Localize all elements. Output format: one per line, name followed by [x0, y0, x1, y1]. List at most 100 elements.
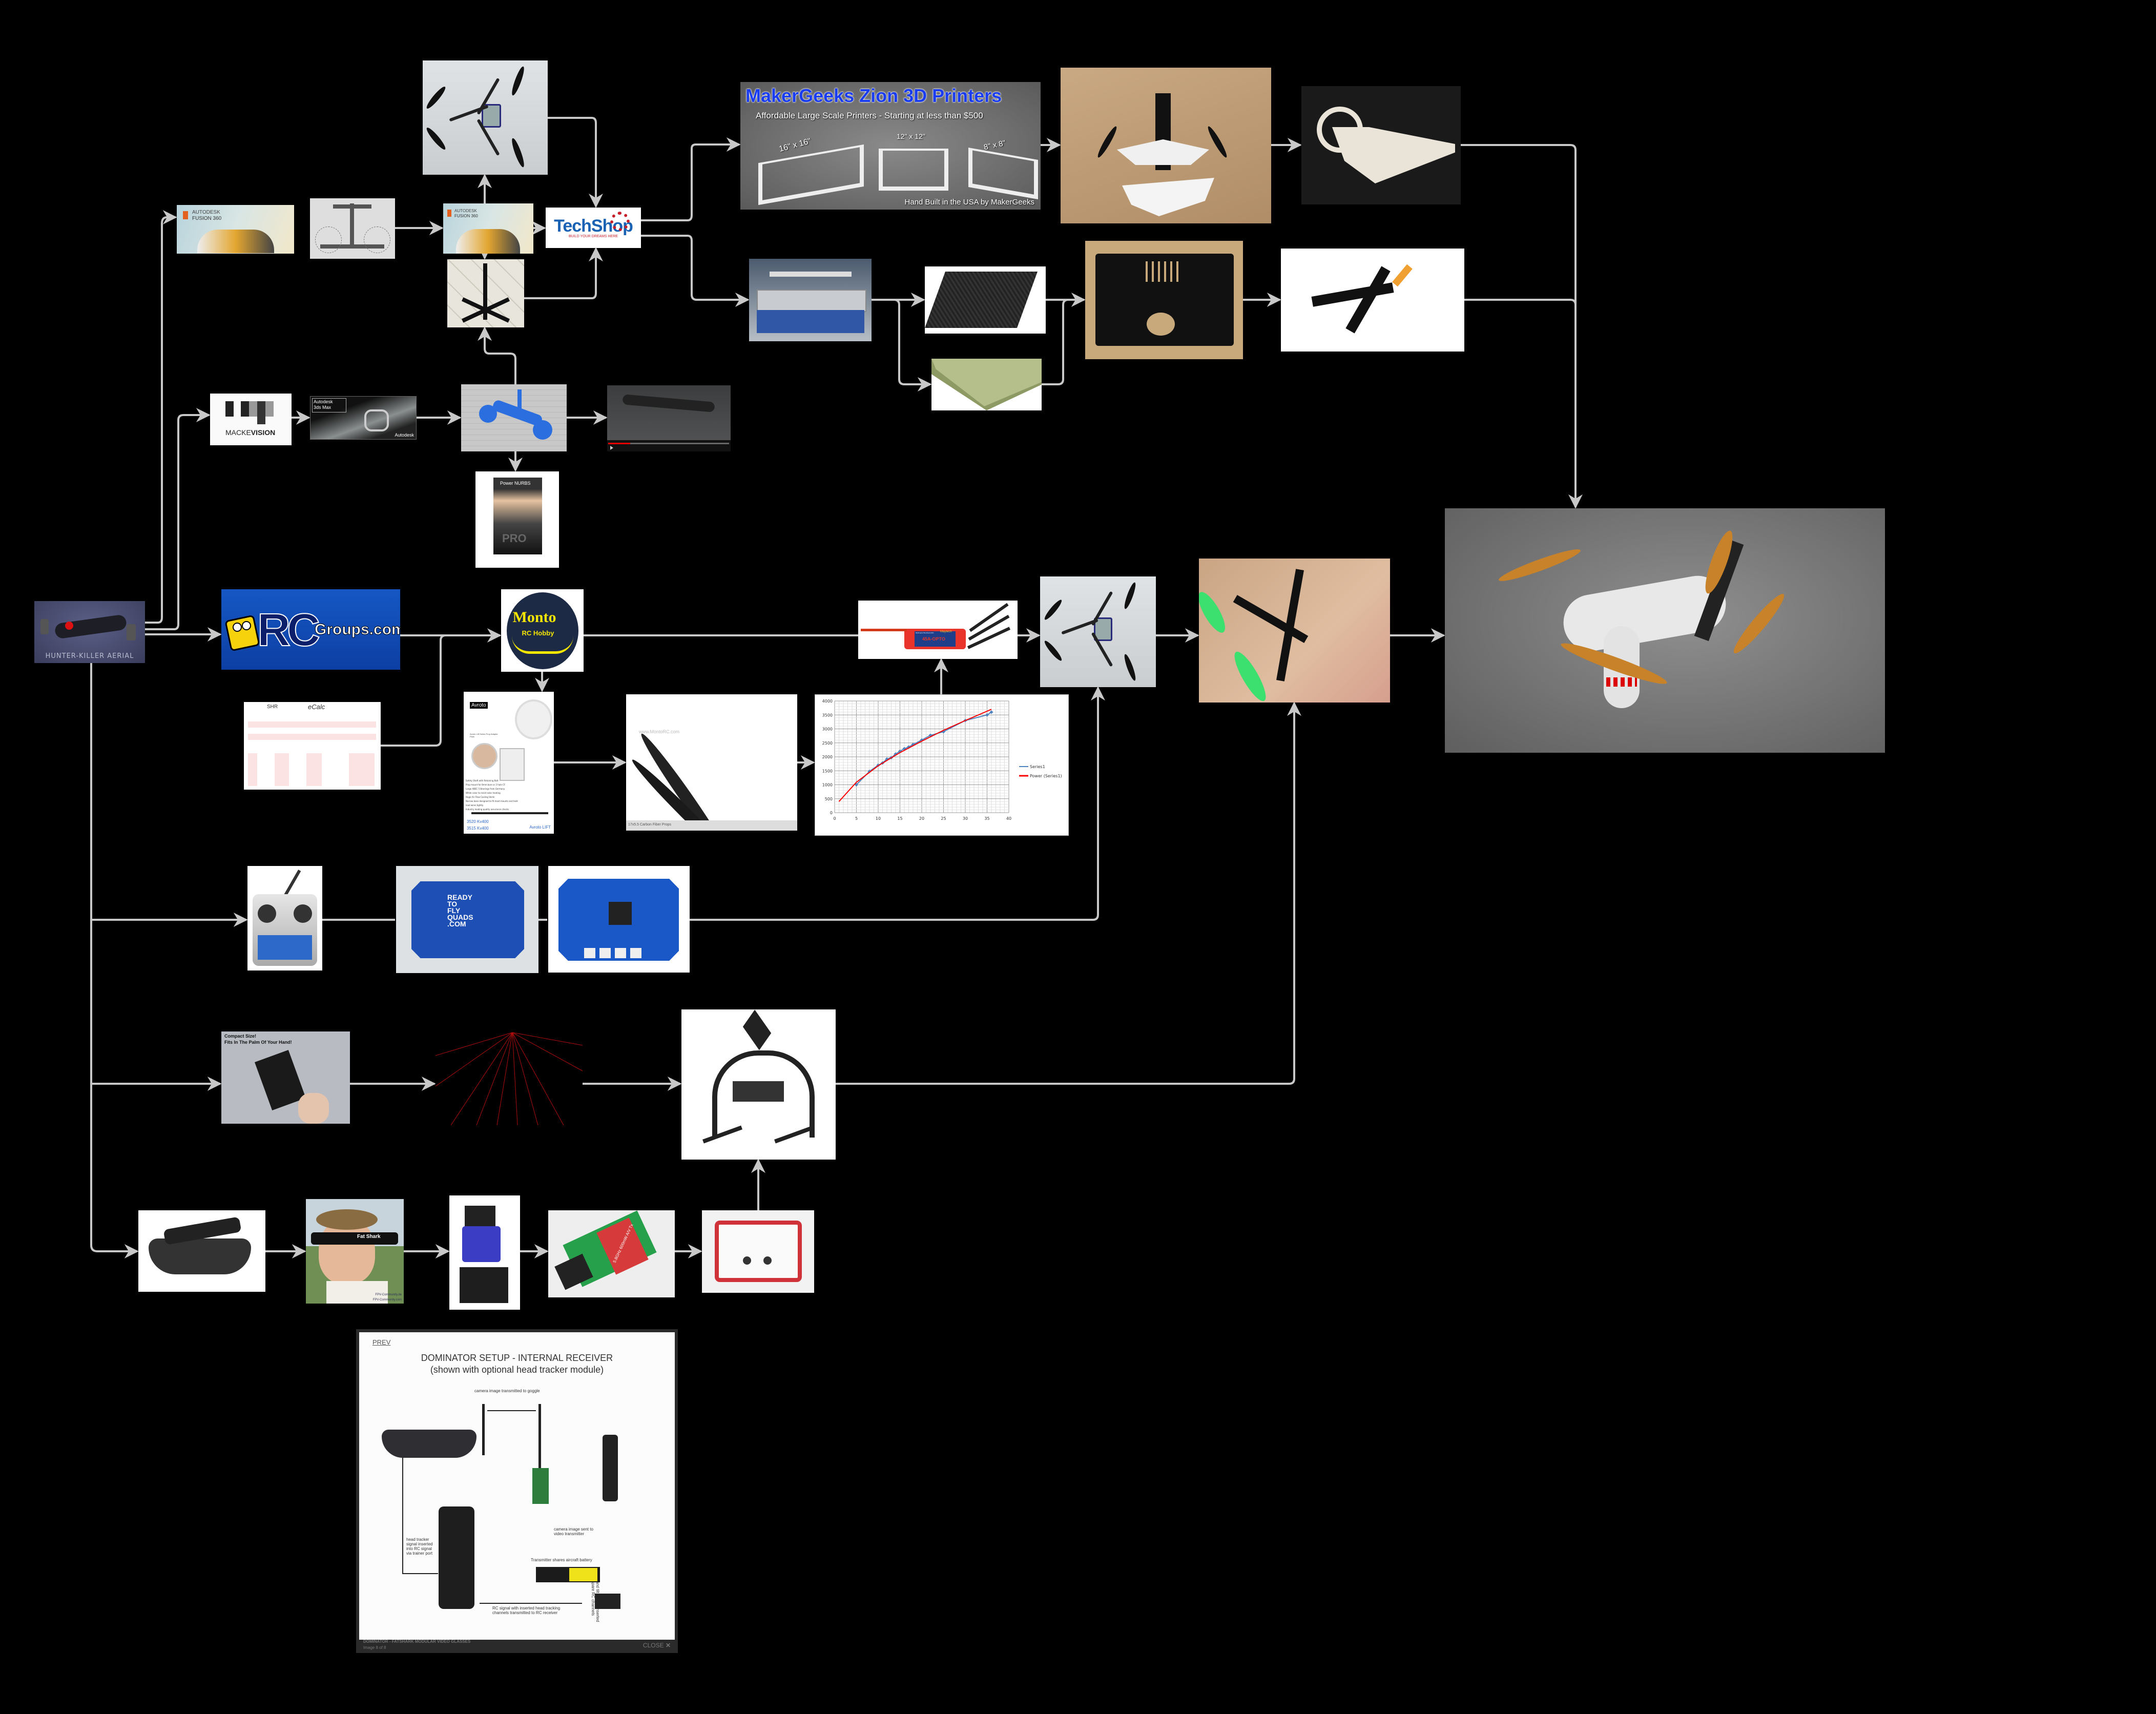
hunter-killer-concept-image[interactable]: HUNTER-KILLER AERIAL [34, 601, 145, 663]
head-tracker-module-box[interactable] [702, 1210, 814, 1293]
makergeeks-size-16: 16" x 16" [778, 137, 812, 154]
makergeeks-size-8: 8" x 8" [983, 138, 1007, 152]
rcgroups-logo[interactable]: R C Groups.com [221, 589, 400, 670]
handheld-laser-photo[interactable]: Compact Size! Fits In The Palm Of Your H… [221, 1031, 350, 1124]
y-tick-label: 500 [825, 797, 833, 801]
fpv-goggles-photo[interactable] [138, 1210, 265, 1292]
props-caption-bar: 17x5.5 Carbon Fiber Props [626, 820, 797, 831]
3ds-max-banner[interactable]: Autodesk 3ds Max Autodesk [310, 396, 417, 440]
flight-controller-board[interactable] [548, 866, 690, 973]
video-progress-bar[interactable] [608, 443, 730, 444]
cut-frame-on-tile-photo[interactable] [447, 259, 524, 327]
power-nurbs-product-box[interactable]: Power NURBS PRO [475, 471, 559, 568]
fusion-360-banner-a[interactable]: AUTODESK FUSION 360 [177, 205, 294, 254]
dominator-setup-lightbox[interactable]: PREV DOMINATOR SETUP - INTERNAL RECEIVER… [356, 1329, 678, 1653]
connector-bluemodel-to-frame [478, 326, 516, 384]
carbon-frame-render[interactable] [1281, 249, 1464, 352]
ecalc-screenshot[interactable]: SHR eCalc [244, 702, 381, 790]
fusion-logo-icon [447, 210, 451, 217]
y-tick-label: 2000 [822, 755, 833, 759]
legend-label: Series1 [1030, 765, 1045, 769]
techshop-tagline: BUILD YOUR DREAMS HERE [569, 235, 618, 238]
makergeeks-size-12: 12" x 12" [897, 132, 925, 140]
final-tricopter-render[interactable] [1445, 508, 1885, 753]
ecalc-tag: SHR [267, 704, 278, 710]
blue-3d-print-model[interactable] [461, 384, 567, 451]
motor-feature: Industry leading quality assurance check… [466, 808, 509, 811]
esc-photo[interactable]: 45A-OPTO Maytech Multicopter Brushless E… [858, 601, 1018, 659]
pan-tilt-servo-mount[interactable] [449, 1195, 520, 1310]
connector-techshop-to-waterjet [640, 235, 750, 307]
red-laser-effect-image[interactable] [436, 1025, 583, 1125]
tricopter-prototype-photo[interactable] [423, 60, 548, 175]
photo-credit: FPV-Community.com [372, 1298, 402, 1302]
label-rc-signal: RC signal with inserted head tracking ch… [492, 1606, 561, 1615]
connector-frame-to-render [1464, 299, 1577, 305]
3ds-brand: Autodesk [314, 399, 333, 404]
y-tick-label: 4000 [822, 699, 833, 704]
close-icon: ✕ [665, 1642, 671, 1649]
monto-rc-hobby-logo[interactable]: Monto RC Hobby [501, 589, 584, 672]
motor-feature: Narrow base designed to fit most mounts … [466, 800, 518, 807]
trendline-series [838, 709, 992, 802]
techshop-logo[interactable]: TechShop BUILD YOUR DREAMS HERE [546, 208, 641, 248]
ecalc-title: eCalc [308, 703, 325, 711]
esc-brand: Maytech [940, 630, 952, 633]
play-icon[interactable] [610, 446, 613, 450]
photo-credit: FPV-Community.de [375, 1293, 402, 1296]
motor-feature: Prop mount for 8mm bore or 3 hole CF [466, 783, 506, 786]
board-text-line: TO [447, 900, 458, 908]
connector-part-to-render [1460, 144, 1583, 509]
esc-line: Multicopter Brushless ESC [916, 632, 934, 634]
printed-shell-part-photo[interactable] [1301, 86, 1461, 204]
dominator-footer-title: DOMINATOR - FATSHARK MODULAR VIDEO GLASS… [363, 1639, 471, 1644]
label-head-tracker: head tracker signal inserted into RC sig… [406, 1537, 433, 1556]
props-caption: 17x5.5 Carbon Fiber Props [628, 823, 672, 827]
carbon-props-photo[interactable]: www.MontoRC.com 17x5.5 Carbon Fiber Prop… [626, 694, 797, 831]
ready-to-fly-quads-board[interactable]: READY TO FLY QUADS .COM [396, 866, 538, 973]
animation-video-still[interactable] [607, 385, 731, 451]
makergeeks-subtitle: Affordable Large Scale Printers - Starti… [756, 111, 983, 120]
dominator-title: DOMINATOR SETUP - INTERNAL RECEIVER [421, 1353, 613, 1363]
x-tick-label: 25 [941, 816, 946, 821]
g10-fiberglass-sheet-photo[interactable] [931, 359, 1042, 410]
connector-waterjet-to-g10 [871, 299, 932, 391]
motor-feature: Huge Air Flow Cooling Vents [466, 796, 495, 798]
dominator-footer-page: Image 8 of 8 [363, 1645, 386, 1650]
x-tick-label: 35 [984, 816, 989, 821]
connector-quad-to-techshop [547, 117, 603, 208]
cnc-cut-frame-plate-photo[interactable] [1085, 241, 1243, 359]
makergeeks-3d-printers-ad[interactable]: MakerGeeks Zion 3D Printers Affordable L… [740, 82, 1041, 210]
mackevision-bold: VISION [251, 428, 276, 437]
motor-features: Safety Shaft with Retaining Bolt Prop mo… [466, 779, 522, 812]
quad-with-printed-shell-photo[interactable] [1061, 68, 1271, 223]
rcgroups-r: R [257, 605, 291, 656]
tricopter-assembled-photo[interactable] [1040, 576, 1156, 687]
esc-label: 45A-OPTO [922, 636, 945, 642]
tricopter-green-props-photo[interactable] [1199, 559, 1390, 703]
rc-transmitter-photo[interactable] [247, 866, 322, 970]
x-tick-label: 5 [855, 816, 858, 821]
mackevision-logo[interactable]: MACKEVISION [210, 394, 292, 445]
carbon-fiber-sheet-photo[interactable] [925, 266, 1046, 334]
video-transmitter-photo[interactable]: 5.8GHz 600mW A/V Tx [548, 1210, 675, 1297]
motor-feature: Safety Shaft with Retaining Bolt [466, 779, 499, 782]
legend-label: Power (Series1) [1030, 774, 1062, 778]
motor-model: 3520 Kv400 [467, 819, 489, 824]
goggles-brand: Fat Shark [357, 1234, 381, 1240]
3ds-product: 3ds Max [314, 405, 331, 410]
pilot-wearing-goggles-photo[interactable]: Fat Shark FPV-Community.de FPV-Community… [306, 1199, 404, 1304]
fusion-360-banner-b[interactable]: AUTODESK FUSION 360 [443, 203, 533, 254]
makergeeks-title: MakerGeeks Zion 3D Printers [745, 85, 1002, 106]
prev-link[interactable]: PREV [372, 1338, 391, 1346]
mackevision-wordmark: MACKEVISION [225, 428, 275, 437]
avroto-motor-ad[interactable]: Avroto Avroto Lift Series Prop Adapter P… [464, 692, 554, 834]
frame-cad-drawing[interactable] [310, 198, 395, 259]
close-button[interactable]: CLOSE ✕ [643, 1642, 671, 1649]
camera-gimbal-landing-gear[interactable] [681, 1009, 836, 1160]
motor-brand: Avroto [470, 702, 488, 709]
rcgroups-c: C [286, 605, 321, 656]
waterjet-cutter-photo[interactable] [749, 259, 872, 341]
mackevision-light: MACKE [225, 428, 251, 437]
